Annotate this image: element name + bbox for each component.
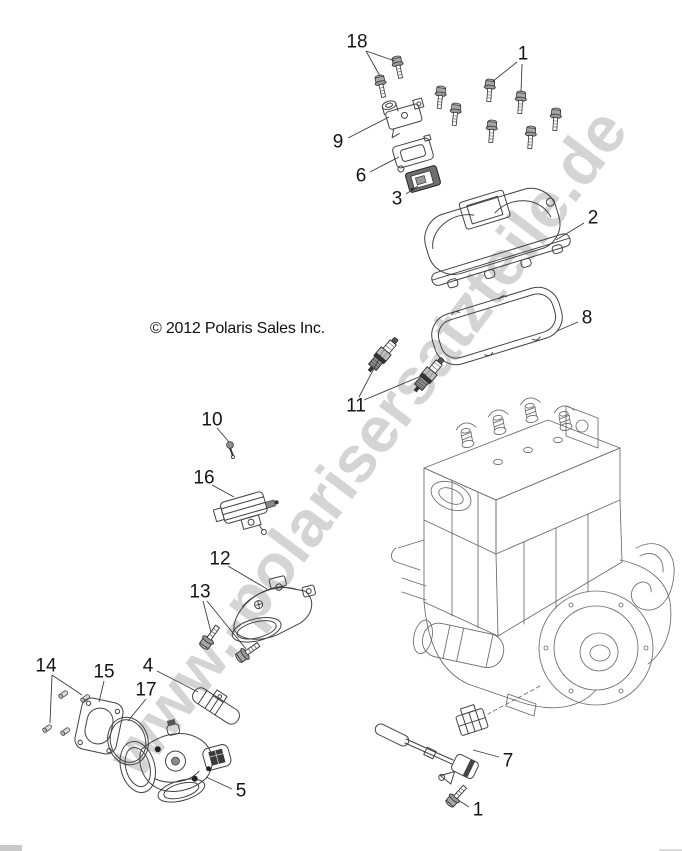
callout-15[interactable]: 15 [93,662,114,683]
leader-line-10 [216,427,230,443]
starter-motor [413,619,505,669]
callout-9[interactable]: 9 [333,132,344,153]
leader-line-7 [472,749,500,758]
leader-line-9 [347,116,390,139]
valve-cover [424,187,571,289]
valve-cover-gasket [431,286,563,366]
callout-18[interactable]: 18 [346,32,367,53]
corner-bar-right [659,849,682,851]
leader-line-13 [202,600,212,633]
spark-plug [409,353,448,396]
leader-line-5 [205,776,233,790]
leader-line-14 [49,674,53,724]
callout-10[interactable]: 10 [201,410,222,431]
valve-spring-icon [553,403,578,433]
leader-line-14 [51,674,83,696]
callout-14[interactable]: 14 [35,656,57,677]
leader-line-3 [405,185,419,195]
mount-screw [59,726,72,737]
engine-assembly [391,395,675,717]
leader-line-18 [365,50,396,62]
callout-16[interactable]: 16 [193,468,214,489]
flange-bolt [390,54,407,80]
leader-line-1 [520,63,523,93]
valve-spring-icon [455,420,480,450]
crank-sensor [374,723,479,785]
leader-line-13 [206,600,247,650]
leader-line-17 [127,698,147,722]
leader-line-1 [457,799,470,808]
valve-cover-bolts [373,54,563,150]
leader-line-12 [227,565,268,590]
callout-11[interactable]: 11 [346,396,366,417]
flange-bolt [482,78,497,103]
breather-gasket [392,134,434,173]
reed-valve [405,165,441,193]
mount-screw [41,723,54,734]
callout-6[interactable]: 6 [356,166,367,187]
breather-valve [381,97,425,139]
callout-7[interactable]: 7 [503,751,514,772]
callout-3[interactable]: 3 [392,189,403,210]
throttle-body [119,718,232,803]
mount-screw [57,689,70,700]
callout-17[interactable]: 17 [135,680,156,701]
flange-bolt [233,638,263,665]
callout-12[interactable]: 12 [209,549,230,570]
corner-bar-left [0,845,22,851]
mount-gasket-plate [74,697,124,755]
callout-4[interactable]: 4 [143,656,154,677]
flange-bolt [433,85,448,110]
sensor-connector [455,704,489,736]
leader-line-11 [358,354,382,398]
callout-layer: 18 1 96 3 2 8 11 10 16 12 13 14 15 4 17 5 7 1 [35,32,598,821]
small-screw [226,441,236,460]
flange-bolt [484,119,499,144]
leader-line-18 [365,50,381,77]
callout-2[interactable]: 2 [588,208,599,229]
copyright-text: © 2012 Polaris Sales Inc. [150,320,325,337]
callout-1[interactable]: 1 [518,44,529,65]
spark-plug [363,333,402,376]
map-sensor [212,491,279,536]
leader-line-6 [369,156,400,173]
leader-line-11 [363,373,427,401]
intake-adapter-boot [231,575,316,643]
flange-bolt [373,73,390,99]
o-ring [107,716,149,766]
callout-1[interactable]: 1 [473,800,484,821]
valve-spring-icon [487,407,512,437]
flange-bolt [548,107,563,132]
leader-line-1 [491,61,518,83]
leader-line-16 [211,484,235,498]
callout-13[interactable]: 13 [189,582,210,603]
grip-piece [192,687,240,725]
flange-bolt [523,125,538,150]
leader-line-8 [556,321,579,332]
flange-bolt [448,102,463,127]
leader-line-2 [555,222,585,241]
leader-line-15 [98,680,105,703]
callout-5[interactable]: 5 [236,781,247,802]
callout-8[interactable]: 8 [582,308,593,329]
valve-spring-icon [519,395,544,425]
flange-bolt [513,90,528,115]
leader-line-4 [156,670,199,693]
